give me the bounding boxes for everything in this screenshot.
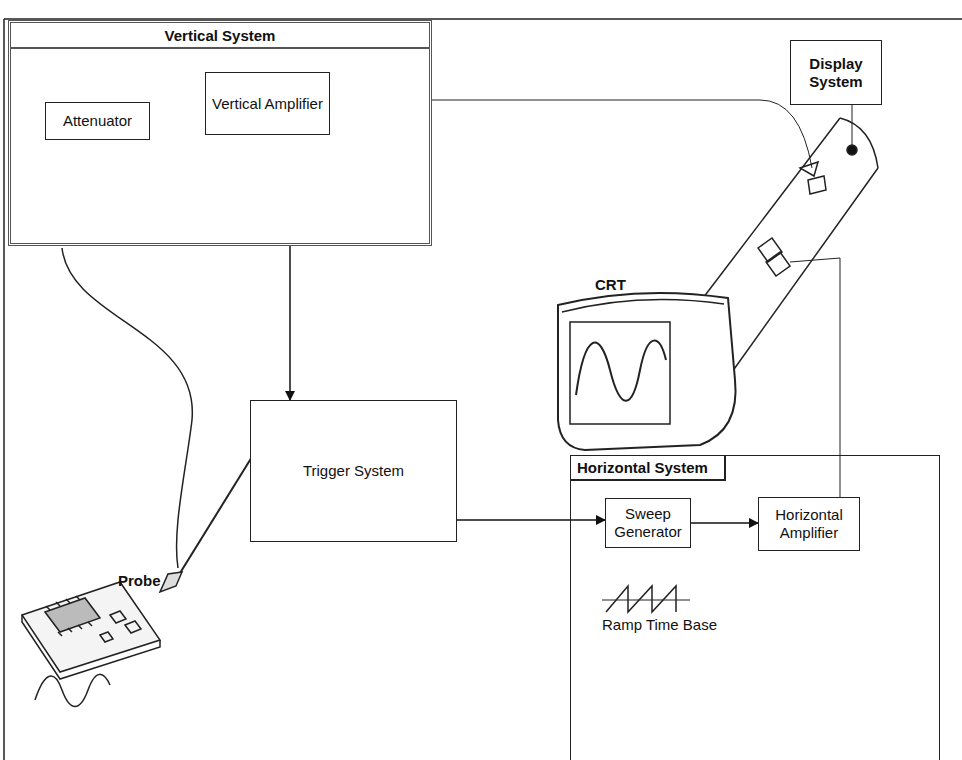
input-waveform [35, 674, 110, 706]
process-box: Vertical Amplifier [205, 72, 330, 135]
node-label: Trigger System [303, 462, 404, 480]
process-box: Sweep Generator [605, 498, 691, 548]
node-label: Horizontal Amplifier [765, 506, 853, 542]
node-label: Horizontal System [577, 459, 708, 476]
node-label: Sweep Generator [612, 505, 684, 541]
group-heading: Vertical System [11, 23, 429, 49]
signal-arrow [457, 519, 605, 521]
group-heading: Horizontal System [571, 456, 726, 481]
node-label: Vertical Amplifier [212, 95, 323, 113]
circuit-board [22, 582, 160, 672]
probe-tip [160, 572, 182, 592]
node-label: Attenuator [63, 112, 132, 130]
chip-pins [46, 596, 92, 636]
display-box: Display System [790, 40, 882, 105]
waveform-label: Ramp Time Base [602, 616, 717, 633]
display-connector-dot [847, 145, 857, 155]
system-region: Horizontal SystemSweep Generator Horizont… [570, 455, 940, 760]
signal-arrow [691, 522, 758, 524]
components [100, 611, 141, 642]
crt-trace [576, 341, 666, 401]
horizontal-plates [758, 238, 790, 276]
system-band: Vertical SystemAttenuator Vertical Amplif… [8, 20, 432, 246]
horizontal-signal-wire [790, 258, 840, 497]
crt-display-area [570, 322, 670, 424]
ramp-sawtooth [606, 586, 676, 612]
crt-screen-bezel [562, 300, 724, 313]
vertical-plates [800, 162, 826, 194]
process-box: Trigger System [250, 400, 457, 542]
process-box: Attenuator [45, 102, 150, 140]
display-wire [852, 105, 853, 146]
component-label: CRT [595, 276, 626, 293]
chip [45, 598, 100, 632]
probe-cable [62, 248, 192, 568]
crt-tube-end [840, 118, 878, 168]
probe-body [172, 452, 255, 586]
node-label: Display System [797, 55, 875, 91]
node-label: Vertical System [165, 27, 276, 44]
process-box: Horizontal Amplifier [758, 497, 860, 551]
outer-frame [4, 19, 962, 760]
component-label: Probe [118, 572, 161, 589]
crt-screen [558, 293, 736, 450]
